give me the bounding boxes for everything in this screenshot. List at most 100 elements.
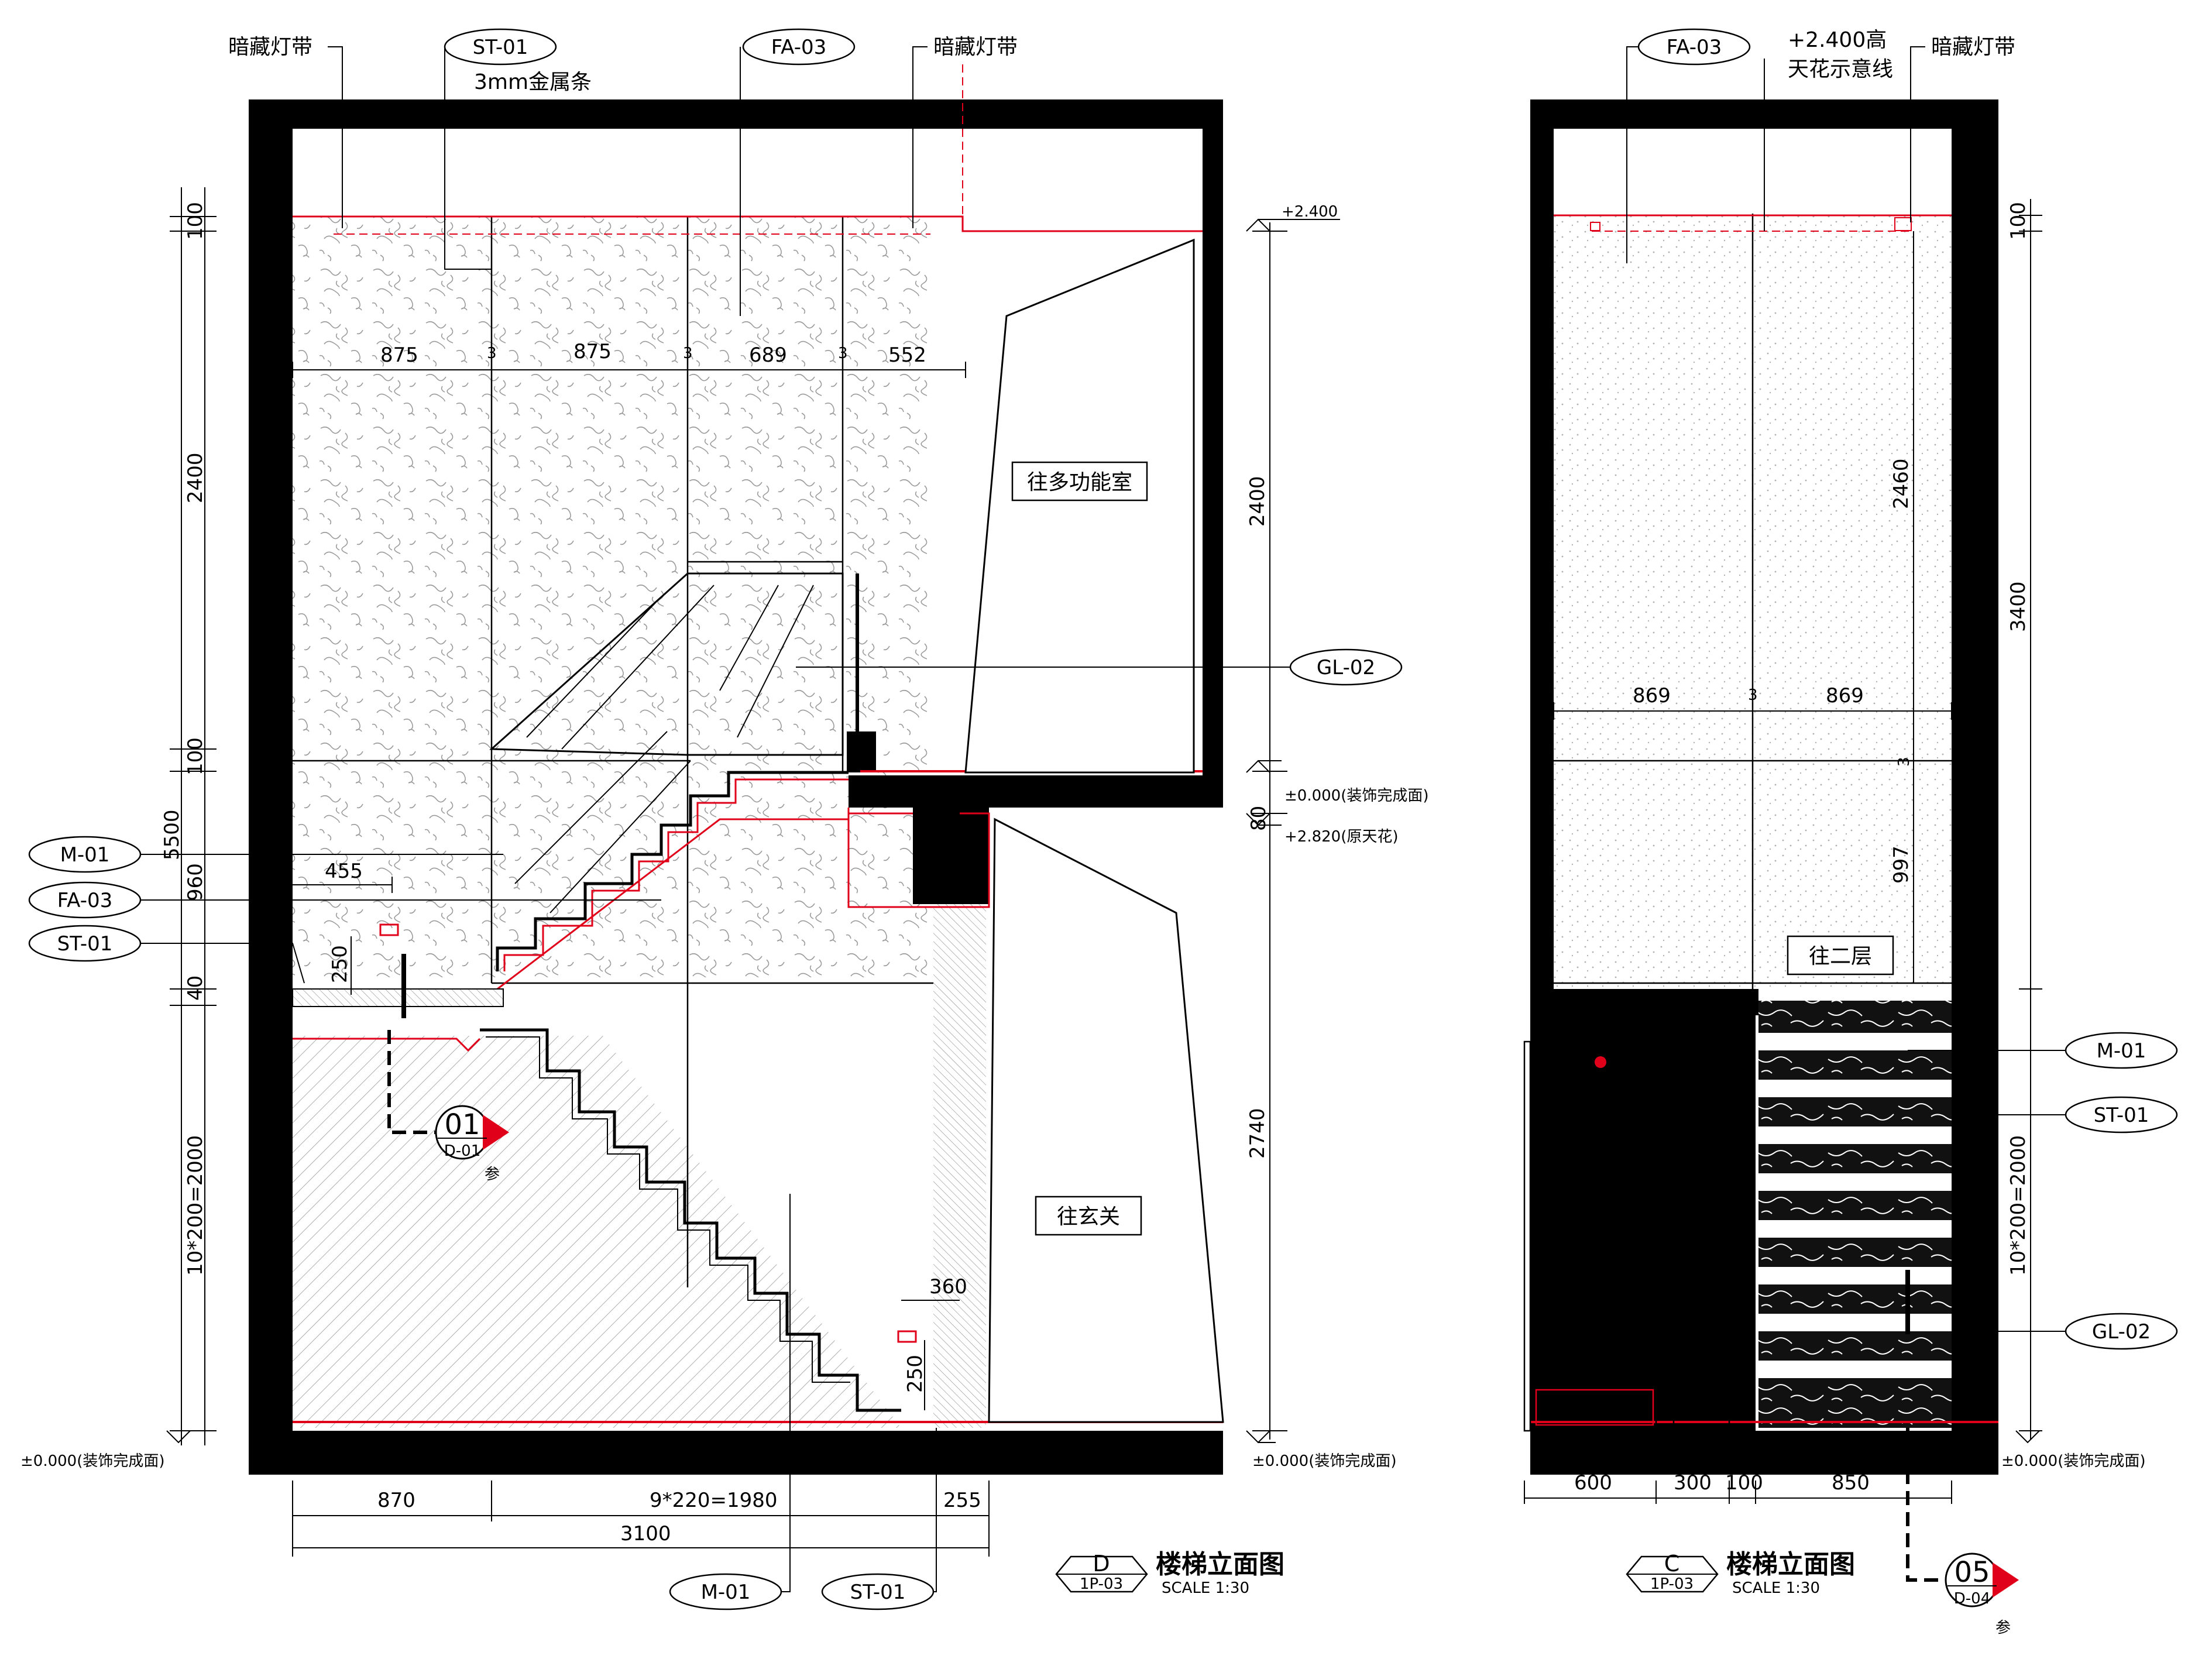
wall-light-1 (379, 923, 399, 936)
svg-text:M-01: M-01 (60, 843, 110, 867)
svg-text:GL-02: GL-02 (2092, 1320, 2151, 1344)
elev-top: +2.400 (1282, 203, 1338, 221)
stair-side-wall (1729, 989, 1756, 1431)
internal-dimension-lines (293, 877, 960, 1410)
title-d-scale: SCALE 1:30 (1162, 1579, 1249, 1597)
tag-c-fa03: FA-03 (1637, 28, 1751, 66)
coat-hanger-icon (1561, 1061, 1640, 1218)
leaders-c-right (1908, 1050, 2066, 1332)
title-c-sheet: 1P-03 (1650, 1575, 1694, 1593)
title-block-d: D 1P-03 楼梯立面图 SCALE 1:30 (1055, 1550, 1284, 1597)
dim-3-b: 3 (683, 345, 693, 362)
top-leaders (328, 46, 928, 316)
title-d-sheet: 1P-03 (1080, 1575, 1123, 1593)
svg-text:ST-01: ST-01 (850, 1581, 906, 1604)
svg-text:往多功能室: 往多功能室 (1027, 470, 1132, 494)
left-leaders (138, 854, 661, 984)
dim-c-2460: 2460 (1890, 458, 1913, 509)
dim-v-960: 960 (184, 863, 207, 901)
title-c-name: 楼梯立面图 (1726, 1550, 1855, 1579)
title-c-letter: C (1664, 1551, 1680, 1576)
elevation-markers (166, 218, 1340, 1444)
svg-text:往玄关: 往玄关 (1057, 1205, 1120, 1229)
svg-text:ST-01: ST-01 (473, 36, 528, 59)
svg-text:参: 参 (1995, 1619, 2011, 1637)
marble-stair-panel (1758, 1001, 1952, 1428)
elev-zero-mid: ±0.000(装饰完成面) (1284, 787, 1429, 805)
upper-stair-profile (496, 771, 849, 971)
svg-text:M-01: M-01 (701, 1581, 751, 1604)
stair-treads-white (1758, 1033, 1952, 1378)
title-d-letter: D (1093, 1551, 1110, 1576)
label-hidden-strip-1: 暗藏灯带 (228, 35, 312, 59)
dim-r-2400: 2400 (1246, 476, 1269, 527)
lower-stair-riser-shadow (486, 1036, 850, 1383)
dim-875-a: 875 (380, 344, 418, 367)
tag-st01-bottom: ST-01 (821, 1573, 935, 1610)
svg-text:ST-01: ST-01 (57, 932, 113, 956)
lower-stair-profile (480, 1028, 901, 1412)
tag-gl02: GL-02 (1289, 648, 1403, 686)
section-cut-path-c (1906, 1428, 1949, 1582)
dim-v-40: 40 (184, 976, 207, 1001)
dim-v-100-b: 100 (184, 737, 207, 775)
wardrobe (1523, 1040, 1730, 1432)
dim-360: 360 (929, 1275, 967, 1299)
upper-stair-finish (503, 778, 849, 971)
dim-3-a: 3 (487, 345, 497, 362)
tag-fa03-left: FA-03 (28, 881, 142, 919)
wall-light-2 (897, 1330, 917, 1343)
svg-text:05: 05 (1954, 1556, 1990, 1589)
label-to-multi-room: 往多功能室 (1011, 461, 1148, 502)
dim-250-a: 250 (328, 945, 352, 983)
label-c-to-2f: 往二层 (1787, 935, 1894, 976)
label-c-ceiling-note-2: 天花示意线 (1788, 57, 1893, 81)
light-fitting-c1 (1590, 222, 1600, 231)
dim-c-3: 3 (1748, 686, 1758, 704)
panel-joints-c (1554, 214, 1952, 989)
dim-v-5500: 5500 (160, 809, 184, 860)
wall-section-outer (249, 99, 1223, 1475)
tag-c-gl02: GL-02 (2065, 1313, 2178, 1350)
dim-v-10x200: 10*200=2000 (184, 1135, 207, 1276)
elev-marker-c (2015, 1430, 2040, 1444)
dim-3-c: 3 (838, 345, 848, 362)
dim-b-255: 255 (943, 1489, 981, 1512)
svg-text:FA-03: FA-03 (771, 36, 826, 59)
label-to-foyer: 往玄关 (1035, 1196, 1142, 1236)
dim-c-b300: 300 (1674, 1471, 1712, 1495)
elev-c-zero: ±0.000(装饰完成面) (2001, 1452, 2146, 1470)
svg-text:M-01: M-01 (2097, 1039, 2146, 1063)
dim-c-869-a: 869 (1633, 684, 1671, 707)
landing-finish-line (293, 1038, 481, 1052)
ceiling-finish-line (293, 215, 1203, 232)
tag-m01-left: M-01 (28, 836, 142, 873)
tag-st01-top: ST-01 (444, 28, 557, 66)
under-stair-hatch (293, 1036, 901, 1428)
title-block-c: C 1P-03 楼梯立面图 SCALE 1:30 (1626, 1550, 1855, 1597)
dim-b-9x220: 9*220=1980 (650, 1489, 778, 1512)
door-to-multi-room (964, 238, 1195, 774)
tag-c-st01: ST-01 (2065, 1096, 2178, 1134)
landing-slab (292, 988, 504, 1007)
beam-section (913, 808, 960, 878)
dim-552: 552 (888, 344, 926, 367)
title-c-scale: SCALE 1:30 (1732, 1579, 1820, 1597)
tag-st01-left: ST-01 (28, 925, 142, 962)
drawing-c: 869 3 869 2460 3 997 100 3400 10*200=200… (1523, 28, 2178, 1637)
dim-c-997: 997 (1890, 846, 1913, 884)
dim-v-100-a: 100 (184, 202, 207, 240)
svg-text:往二层: 往二层 (1809, 944, 1872, 968)
svg-text:D-01: D-01 (444, 1142, 481, 1160)
top-dimension-line (292, 362, 966, 378)
svg-text:01: 01 (444, 1108, 480, 1141)
label-hidden-strip-2: 暗藏灯带 (933, 35, 1018, 59)
elev-zero-left: ±0.000(装饰完成面) (20, 1452, 165, 1470)
section-mark-01: 01 D-01 参 (435, 1105, 509, 1183)
elev-zero-right: ±0.000(装饰完成面) (1252, 1452, 1397, 1470)
landing-slab-c (1554, 989, 1758, 1015)
leaders-c-top (1626, 46, 1925, 263)
elev-orig-ceiling: +2.820(原天花) (1284, 828, 1399, 846)
title-d-name: 楼梯立面图 (1156, 1550, 1284, 1579)
